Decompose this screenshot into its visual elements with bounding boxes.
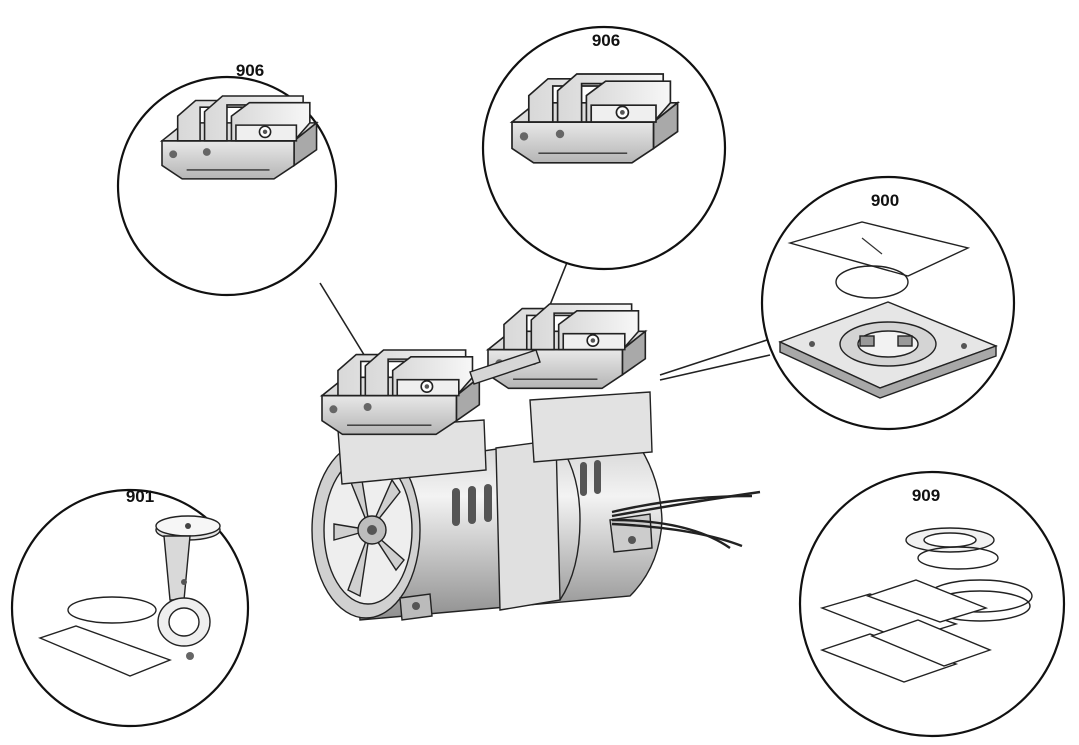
leader-lines xyxy=(319,254,771,381)
callout-label-906-right: 906 xyxy=(592,31,620,50)
callout-circle-909 xyxy=(798,470,1066,738)
callout-label-906-left: 906 xyxy=(236,61,264,80)
callout-circle-906-right xyxy=(481,25,727,271)
compressor-assembly xyxy=(311,303,761,621)
callout-circle-906-left xyxy=(116,75,338,297)
callout-label-900: 900 xyxy=(871,191,899,210)
callout-label-909: 909 xyxy=(912,486,940,505)
callout-circle-901 xyxy=(10,488,250,728)
callout-label-901: 901 xyxy=(126,487,154,506)
callout-circle-900 xyxy=(760,175,1016,431)
